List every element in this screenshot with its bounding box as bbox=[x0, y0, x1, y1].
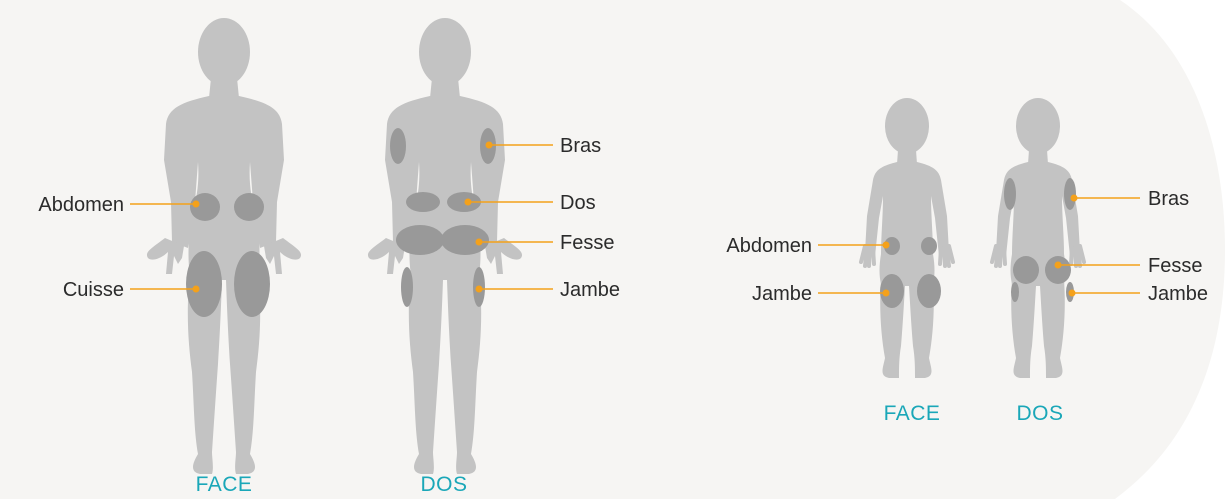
child-back-fesse-label: Fesse bbox=[1148, 255, 1202, 277]
child-front-jambe-label: Jambe bbox=[752, 283, 812, 305]
child-back-view-label: DOS bbox=[1016, 402, 1063, 425]
child-back-arm-zone-right bbox=[1064, 178, 1076, 210]
child-back-fesse-zone-left bbox=[1013, 256, 1039, 284]
adult-back-fesse-zone-left bbox=[396, 225, 444, 255]
adult-back-bras-label: Bras bbox=[560, 135, 601, 157]
child-front-abdomen-zone-right bbox=[921, 237, 937, 255]
adult-front-cuisse-label: Cuisse bbox=[63, 279, 124, 301]
child-back-jambe-label: Jambe bbox=[1148, 283, 1208, 305]
adult-front-thigh-zone-left bbox=[186, 251, 222, 317]
adult-back-fesse-label: Fesse bbox=[560, 232, 614, 254]
adult-front-abdomen-zone-right bbox=[234, 193, 264, 221]
child-back-bras-label: Bras bbox=[1148, 188, 1189, 210]
adult-front-thigh-zone-right bbox=[234, 251, 270, 317]
adult-back-jambe-zone-left bbox=[401, 267, 413, 307]
child-back-arm-zone-left bbox=[1004, 178, 1016, 210]
adult-back-dos-zone-left bbox=[406, 192, 440, 212]
child-front-abdomen-label: Abdomen bbox=[726, 235, 812, 257]
child-back-fesse-zone-right bbox=[1045, 256, 1071, 284]
adult-front-view-label: FACE bbox=[196, 473, 253, 496]
adult-back-dos-label: Dos bbox=[560, 192, 596, 214]
adult-back-arm-zone-left bbox=[390, 128, 406, 164]
child-back-jambe-zone-left bbox=[1011, 282, 1019, 302]
adult-back-jambe-label: Jambe bbox=[560, 279, 620, 301]
child-front-jambe-zone-right bbox=[917, 274, 941, 308]
adult-back-view-label: DOS bbox=[420, 473, 467, 496]
adult-front-abdomen-label: Abdomen bbox=[38, 194, 124, 216]
child-front-view-label: FACE bbox=[884, 402, 941, 425]
